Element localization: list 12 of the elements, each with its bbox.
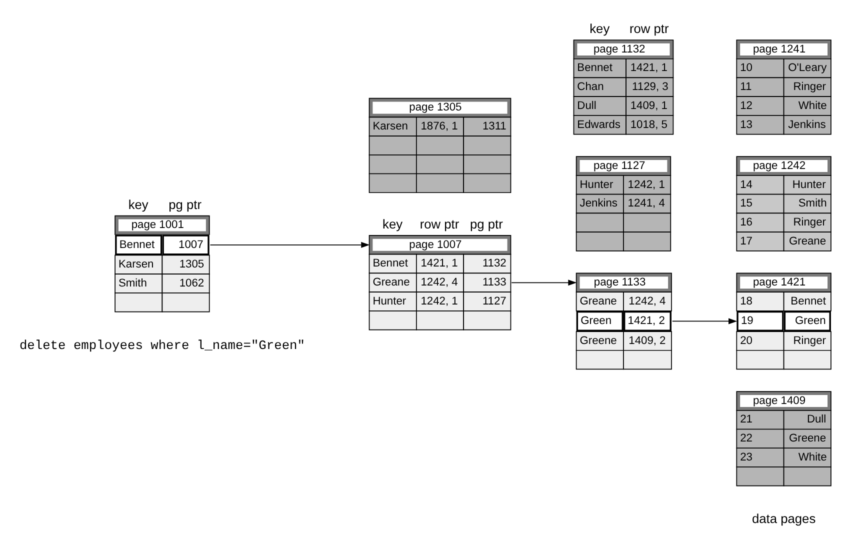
label: delete employees where l_name="Green" [19, 338, 305, 353]
node-label: key [590, 20, 610, 36]
node-label: pg ptr [470, 216, 503, 232]
arrow [511, 279, 577, 286]
node-label: row ptr [629, 20, 669, 36]
node-label: pg ptr [168, 196, 202, 212]
arrow [672, 318, 738, 324]
node-label: key [128, 196, 148, 212]
label: data pages [752, 510, 816, 526]
node-label: key [382, 216, 403, 232]
arrow [210, 241, 370, 248]
node-label: row ptr [420, 216, 460, 232]
